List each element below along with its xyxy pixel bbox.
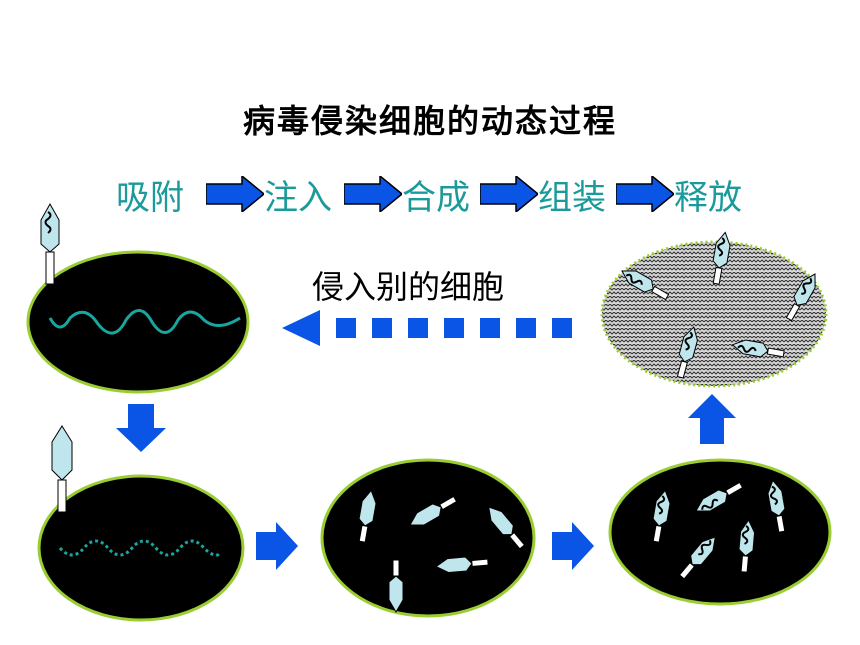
reinfect-dashed-arrow bbox=[282, 310, 572, 346]
step-synthesis: 合成 bbox=[402, 178, 470, 218]
stage-synthesis-cell bbox=[320, 458, 536, 618]
step-arrow-3 bbox=[480, 176, 538, 212]
arrow-up bbox=[688, 394, 736, 444]
step-adsorption: 吸附 bbox=[116, 178, 184, 218]
stage-adsorption-cell bbox=[26, 250, 250, 394]
stage-assembly-cell bbox=[608, 458, 832, 606]
stage-release-cell bbox=[600, 230, 828, 388]
step-arrow-1 bbox=[206, 176, 264, 212]
phage-empty bbox=[51, 425, 73, 513]
arrow-down bbox=[116, 404, 166, 452]
arrow-right-1 bbox=[256, 522, 298, 570]
arrow-right-2 bbox=[552, 522, 594, 570]
step-arrow-2 bbox=[344, 176, 402, 212]
step-assembly: 组装 bbox=[538, 178, 606, 218]
stage-injection-cell bbox=[37, 474, 245, 622]
step-release: 释放 bbox=[674, 178, 742, 218]
phage-attaching bbox=[40, 202, 60, 285]
reinfect-label: 侵入别的细胞 bbox=[312, 268, 505, 306]
step-arrow-4 bbox=[616, 176, 674, 212]
diagram-title: 病毒侵染细胞的动态过程 bbox=[242, 102, 617, 140]
step-injection: 注入 bbox=[264, 178, 332, 218]
